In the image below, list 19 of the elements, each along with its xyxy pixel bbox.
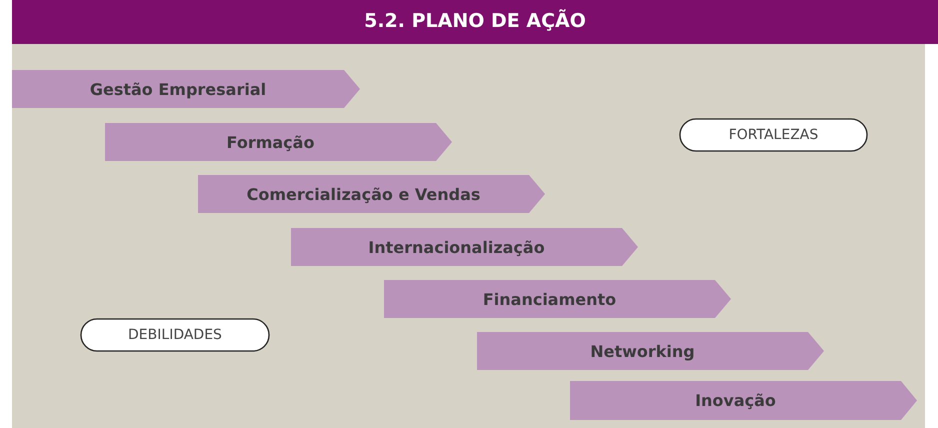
action-label: Financiamento — [482, 290, 616, 308]
title: 5.2. PLANO DE AÇÃO — [363, 10, 587, 32]
action-label: Gestão Empresarial — [90, 80, 266, 98]
category-label: DEBILIDADES — [128, 327, 222, 343]
arrow-band — [570, 381, 917, 420]
action-label: Formação — [226, 132, 314, 152]
arrow-band — [384, 280, 731, 318]
action-label: Comercialização e Vendas — [246, 184, 480, 204]
action-label: Inovação — [695, 391, 776, 410]
category-label: FORTALEZAS — [728, 127, 818, 143]
arrow-band — [477, 332, 824, 370]
rounded-label-box — [679, 118, 868, 152]
arrow-band — [291, 228, 638, 266]
arrow-band — [12, 70, 360, 108]
action-label: Internacionalização — [368, 238, 545, 256]
arrow-band — [198, 175, 545, 213]
action-label: Networking — [590, 342, 695, 360]
arrow-band — [105, 123, 452, 161]
rounded-label-box — [80, 318, 270, 352]
